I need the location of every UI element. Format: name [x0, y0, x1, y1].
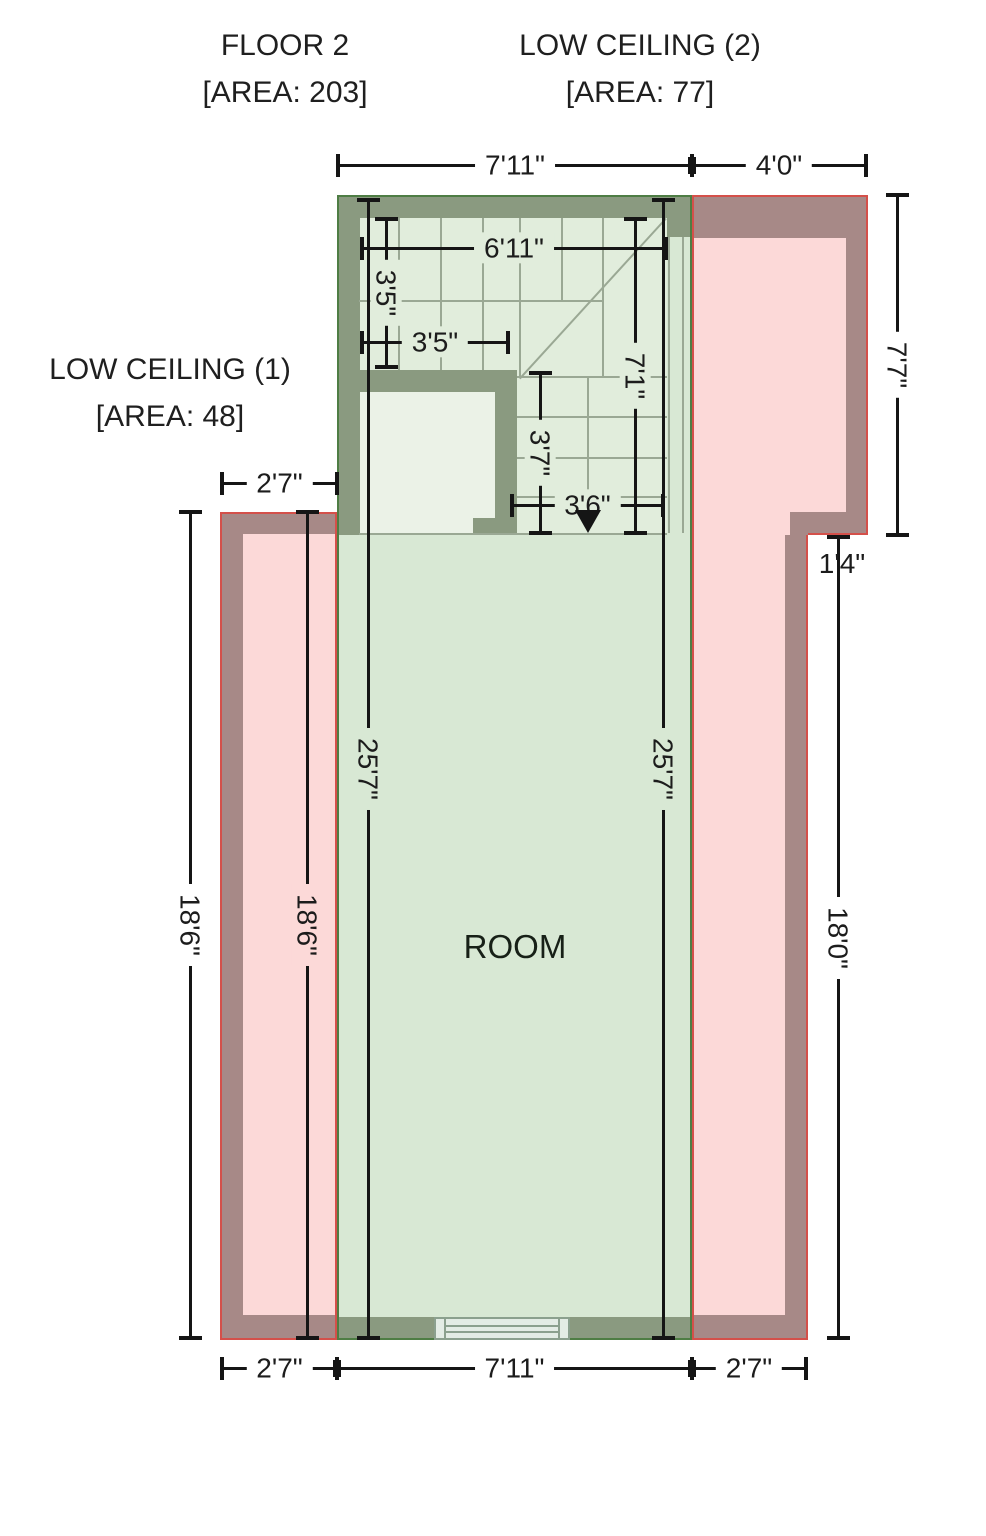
stair-walk-line — [587, 376, 589, 513]
closet-interior — [360, 392, 495, 533]
low-ceiling-2-title-line1: LOW CEILING (2) — [519, 29, 761, 62]
window-pane-line — [446, 1325, 558, 1327]
room-label: ROOM — [463, 928, 567, 965]
stair-edge — [359, 533, 667, 535]
stair-tread — [517, 416, 667, 418]
dim-stair-run-label: 3'5" — [401, 326, 469, 358]
low-ceiling-2-region-upper — [692, 195, 868, 535]
wall — [339, 218, 360, 535]
stair-tread — [602, 218, 604, 378]
dim-room-right: 25'7" — [647, 198, 679, 1340]
wall — [694, 1315, 806, 1338]
floor2-area-label: [AREA: 203] — [202, 76, 368, 109]
wall — [222, 514, 335, 534]
stair-direction-arrow — [575, 510, 601, 533]
dim-room-left-label: 25'7" — [352, 727, 384, 811]
window-mullion — [558, 1319, 560, 1338]
dim-stair-width: 6'11" — [360, 232, 668, 264]
stair-tread — [561, 218, 563, 300]
window-mullion — [444, 1319, 446, 1338]
dim-stair-run: 3'5" — [360, 326, 510, 358]
dim-stair-exit: 3'6" — [510, 489, 665, 521]
low-ceiling-2-title: LOW CEILING (2) [AREA: 77] — [465, 22, 815, 116]
dim-stair-rise-label: 3'5" — [370, 259, 402, 327]
dim-bottom-right: 2'7" — [690, 1352, 808, 1384]
low-ceiling-1-area-label: [AREA: 48] — [95, 400, 245, 433]
dim-lower-run-label: 3'7" — [524, 419, 556, 487]
floor2-title-line1: FLOOR 2 — [220, 29, 350, 62]
low-ceiling-1-title: LOW CEILING (1) [AREA: 48] — [0, 346, 340, 440]
wall — [694, 197, 866, 238]
wall — [846, 238, 866, 535]
dim-bottom-left-label: 2'7" — [246, 1352, 313, 1384]
dim-left-inner-label: 18'6" — [291, 883, 323, 967]
wall — [360, 370, 517, 392]
stair-rail — [668, 237, 670, 533]
stair-rail — [682, 237, 684, 533]
wall — [222, 1315, 335, 1338]
dim-top-width: 7'11" — [336, 149, 694, 181]
dim-bottom-width-label: 7'11" — [474, 1352, 555, 1384]
wall — [790, 512, 866, 535]
dim-stair-width-label: 6'11" — [474, 232, 554, 264]
dim-top-right-width-label: 4'0" — [745, 149, 813, 181]
dim-lower-run: 3'7" — [524, 371, 556, 535]
stair-tread — [517, 457, 667, 459]
dim-bottom-left: 2'7" — [220, 1352, 339, 1384]
stair-winder-line — [359, 300, 604, 302]
dim-stair-rise: 3'5" — [370, 217, 402, 369]
dim-stair-height-label: 7'1" — [619, 342, 651, 410]
dim-stair-height: 7'1" — [619, 217, 651, 535]
dim-tick — [333, 1360, 341, 1377]
window-symbol — [434, 1317, 570, 1340]
dim-tick — [688, 157, 696, 174]
dim-top-width-label: 7'11" — [475, 149, 555, 181]
dim-tick — [688, 1360, 696, 1377]
wall — [665, 218, 690, 237]
stair-tread — [519, 218, 521, 378]
dim-room-left: 25'7" — [352, 198, 384, 1340]
dim-left-offset: 2'7" — [220, 467, 339, 499]
wall — [473, 518, 517, 533]
dim-right-height: 7'7" — [881, 193, 913, 537]
dim-left-outer: 18'6" — [174, 510, 206, 1340]
stair-tread — [482, 218, 484, 371]
dim-left-outer-label: 18'6" — [174, 883, 206, 967]
stair-tread — [517, 376, 667, 378]
low-ceiling-2-area-label: [AREA: 77] — [565, 76, 715, 109]
wall — [222, 514, 243, 1338]
dim-bottom-right-label: 2'7" — [715, 1352, 783, 1384]
dim-top-right-width: 4'0" — [690, 149, 868, 181]
stair-tread — [440, 218, 442, 371]
window-pane-line — [446, 1331, 558, 1333]
step-outline — [808, 533, 868, 535]
wall — [339, 197, 690, 218]
dim-left-inner: 18'6" — [291, 510, 323, 1340]
dim-right-height-label: 7'7" — [881, 331, 913, 399]
wall — [785, 535, 806, 1315]
floor2-title: FLOOR 2 [AREA: 203] — [115, 22, 455, 116]
dim-room-right-label: 25'7" — [647, 727, 679, 811]
dim-bottom-width: 7'11" — [335, 1352, 694, 1384]
dim-right-side: 18'0" — [822, 535, 854, 1340]
dim-right-side-label: 18'0" — [822, 896, 854, 979]
low-ceiling-1-title-line1: LOW CEILING (1) — [49, 353, 291, 386]
dim-left-offset-label: 2'7" — [246, 467, 313, 499]
dim-step-width-label: 1'4" — [818, 548, 866, 579]
